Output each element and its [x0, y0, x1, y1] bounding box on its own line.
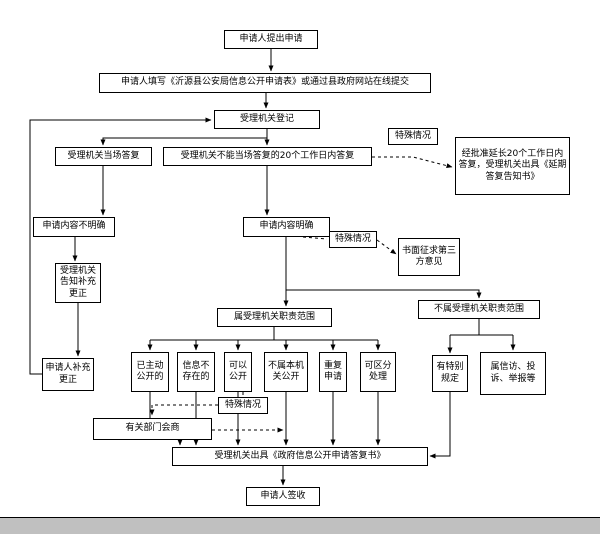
- node-content-clear: 申请内容明确: [243, 217, 330, 237]
- node-register: 受理机关登记: [214, 110, 320, 129]
- node-special-case-mid: 特殊情况: [329, 231, 377, 248]
- node-notify-supplement: 受理机关告知补充更正: [55, 263, 101, 303]
- node-onspot-reply: 受理机关当场答复: [55, 147, 152, 166]
- node-department-consult: 有关部门会商: [93, 418, 212, 440]
- page-bottom-border: [0, 517, 600, 518]
- node-reply-document: 受理机关出具《政府信息公开申请答复书》: [172, 447, 428, 466]
- node-outside-duty-scope: 不属受理机关职责范围: [418, 300, 540, 319]
- node-already-public: 已主动公开的: [131, 352, 169, 392]
- node-third-party-opinion: 书面征求第三方意见: [398, 238, 460, 276]
- node-extension-notice: 经批准延长20个工作日内答复，受理机关出具《延期答复告知书》: [455, 137, 570, 195]
- node-special-provisions: 有特别规定: [432, 355, 468, 392]
- node-special-case-bottom: 特殊情况: [218, 397, 268, 414]
- node-special-case-top: 特殊情况: [388, 128, 438, 145]
- page-bottom-margin: [0, 518, 600, 534]
- node-content-unclear: 申请内容不明确: [33, 217, 115, 237]
- node-can-disclose: 可以公开: [224, 352, 252, 392]
- node-repeat-application: 重复申请: [319, 352, 347, 392]
- node-reply-within-20-days: 受理机关不能当场答复的20个工作日内答复: [163, 147, 372, 166]
- node-applicant-supplement: 申请人补充更正: [42, 358, 94, 391]
- node-submit-application: 申请人提出申请: [224, 30, 318, 49]
- node-applicant-sign: 申请人签收: [246, 487, 320, 506]
- node-info-not-exist: 信息不存在的: [177, 352, 215, 392]
- node-separable-handling: 可区分处理: [360, 352, 396, 392]
- node-fill-form: 申请人填写《沂源县公安局信息公开申请表》或通过县政府网站在线提交: [99, 73, 431, 93]
- node-petition-complaint: 属信访、投诉、举报等: [480, 352, 546, 395]
- node-not-this-organ: 不属本机关公开: [264, 352, 308, 392]
- node-within-duty-scope: 属受理机关职责范围: [217, 308, 332, 327]
